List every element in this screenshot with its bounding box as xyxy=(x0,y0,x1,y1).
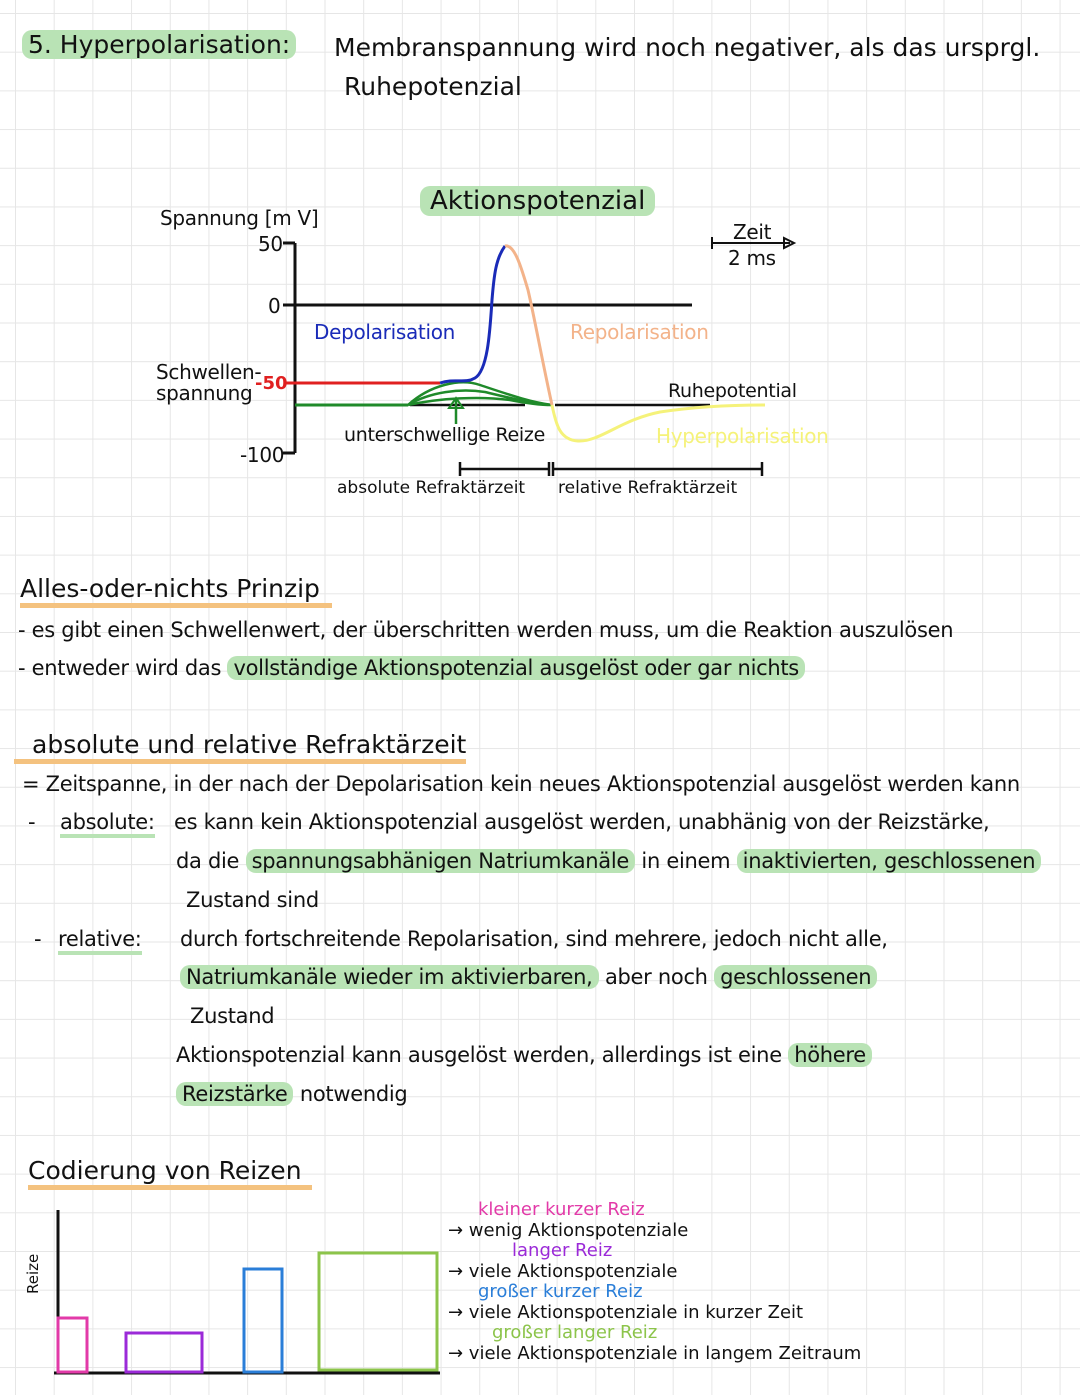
absolute-line-2-a: da die xyxy=(176,849,240,873)
time-label: Zeit xyxy=(733,220,772,244)
relative-label: relative: xyxy=(58,927,142,955)
threshold-label: Schwellen- spannung xyxy=(156,360,262,405)
reize-axis-label: Reize xyxy=(24,1253,42,1294)
relative-line-5-highlight: Reizstärke xyxy=(176,1082,294,1106)
codierung-legend: kleiner kurzer Reiz → wenig Aktionspoten… xyxy=(448,1199,862,1364)
relative-dash: - xyxy=(34,927,42,951)
relative-line-2-highlight-1: Natriumkanäle wieder im aktivierbaren, xyxy=(180,965,599,989)
legend-stimulus-2: langer Reiz xyxy=(512,1240,613,1261)
threshold-label-line2: spannung xyxy=(156,381,253,405)
resting-potential-label: Ruhepotential xyxy=(668,380,797,402)
action-potential-chart xyxy=(283,236,797,476)
legend-result-4: → viele Aktionspotenziale in langem Zeit… xyxy=(448,1342,862,1364)
absolute-line-3: Zustand sind xyxy=(186,888,319,912)
section-5-label: 5. Hyperpolarisation: xyxy=(22,30,297,59)
absolute-line-2-highlight-2: inaktivierten, geschlossenen xyxy=(736,849,1042,873)
relative-refractory-label: relative Refraktärzeit xyxy=(558,478,738,498)
legend-result-2: → viele Aktionspotenziale xyxy=(448,1260,678,1282)
absolute-dash: - xyxy=(28,810,36,834)
threshold-label-line1: Schwellen- xyxy=(156,360,262,384)
relative-line-2: Natriumkanäle wieder im aktivierbaren, a… xyxy=(180,965,878,989)
refraktaerzeit-heading: absolute und relative Refraktärzeit xyxy=(14,730,467,764)
absolute-line-2: da die spannungsabhänigen Natriumkanäle … xyxy=(176,849,1042,873)
refraktaerzeit-definition: = Zeitspanne, in der nach der Depolarisa… xyxy=(22,772,1020,796)
section-5-label-text: 5. Hyperpolarisation: xyxy=(22,30,297,59)
legend-stimulus-3: großer kurzer Reiz xyxy=(478,1281,643,1302)
time-scale-label: 2 ms xyxy=(728,246,776,270)
relative-line-4-a: Aktionspotenzial kann ausgelöst werden, … xyxy=(176,1043,782,1067)
repolarisation-label: Repolarisation xyxy=(570,320,709,344)
y-tick-0: 0 xyxy=(268,294,281,318)
alles-oder-nichts-bullet-2: - entweder wird das vollständige Aktions… xyxy=(18,656,805,680)
relative-line-4: Aktionspotenzial kann ausgelöst werden, … xyxy=(176,1043,872,1067)
absolute-refractory-label: absolute Refraktärzeit xyxy=(337,478,526,498)
subthreshold-label: unterschwellige Reize xyxy=(344,424,545,446)
relative-line-4-highlight: höhere xyxy=(788,1043,872,1067)
relative-line-2-highlight-2: geschlossenen xyxy=(714,965,878,989)
absolute-label: absolute: xyxy=(60,810,155,838)
relative-line-3: Zustand xyxy=(190,1004,275,1028)
absolute-line-2-highlight-1: spannungsabhänigen Natriumkanäle xyxy=(245,849,636,873)
absolute-line-1: es kann kein Aktionspotenzial ausgelöst … xyxy=(174,810,990,834)
y-tick-50: 50 xyxy=(258,232,283,256)
bullet-2-highlight: vollständige Aktionspotenzial ausgelöst … xyxy=(227,656,805,680)
chart-title: Aktionspotenzial xyxy=(420,186,656,216)
legend-result-3: → viele Aktionspotenziale in kurzer Zeit xyxy=(448,1301,804,1323)
y-axis-label: Spannung [m V] xyxy=(160,206,319,230)
relative-line-1: durch fortschreitende Repolarisation, si… xyxy=(180,927,888,951)
chart-title-text: Aktionspotenzial xyxy=(420,186,656,216)
y-tick-minus-50: -50 xyxy=(255,373,288,394)
alles-oder-nichts-heading: Alles-oder-nichts Prinzip xyxy=(20,574,332,608)
legend-result-1: → wenig Aktionspotenziale xyxy=(448,1219,689,1241)
relative-line-2-b: aber noch xyxy=(604,965,708,989)
absolute-line-2-b: in einem xyxy=(641,849,731,873)
stimulus-coding-chart xyxy=(54,1210,440,1375)
hyperpolarisation-label: Hyperpolarisation xyxy=(656,424,829,448)
relative-line-5-b: notwendig xyxy=(299,1082,408,1106)
codierung-heading: Codierung von Reizen xyxy=(28,1156,312,1190)
section-5-text-line2: Ruhepotenzial xyxy=(344,72,522,101)
section-5-text-line1: Membranspannung wird noch negativer, als… xyxy=(334,33,1041,62)
legend-stimulus-1: kleiner kurzer Reiz xyxy=(478,1199,645,1220)
legend-stimulus-4: großer langer Reiz xyxy=(492,1322,658,1343)
bullet-2-prefix: - entweder wird das xyxy=(18,656,222,680)
y-tick-minus-100: -100 xyxy=(240,443,285,467)
depolarisation-label: Depolarisation xyxy=(314,320,456,344)
alles-oder-nichts-bullet-1: - es gibt einen Schwellenwert, der übers… xyxy=(18,618,954,642)
relative-line-5: Reizstärke notwendig xyxy=(176,1082,408,1106)
